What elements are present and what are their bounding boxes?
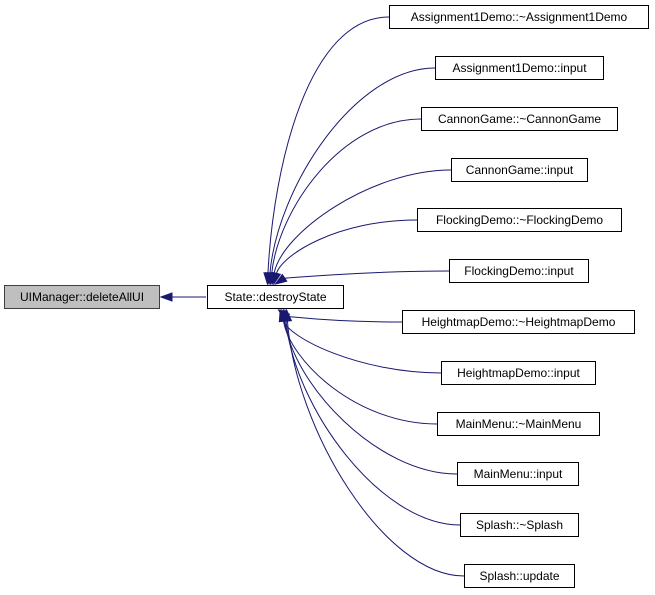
- node-label: MainMenu::input: [473, 467, 563, 481]
- node-label: Assignment1Demo::~Assignment1Demo: [410, 10, 628, 24]
- edge-caller-2: [271, 118, 422, 275]
- node-label: Assignment1Demo::input: [452, 61, 587, 75]
- arrow-head-caller-5: [274, 273, 288, 285]
- node-splash-update[interactable]: Splash::update: [464, 564, 575, 588]
- edges-group: [159, 16, 465, 577]
- node-cannongame-destructor[interactable]: CannonGame::~CannonGame: [421, 107, 618, 131]
- node-label: MainMenu::~MainMenu: [455, 417, 582, 431]
- node-mainmenu-destructor[interactable]: MainMenu::~MainMenu: [437, 412, 600, 436]
- node-label: Splash::~Splash: [475, 518, 564, 532]
- node-mainmenu-input[interactable]: MainMenu::input: [457, 462, 579, 486]
- arrow-head-caller-11: [282, 308, 293, 322]
- edge-caller-11: [286, 319, 465, 577]
- node-heightmapdemo-destructor[interactable]: HeightmapDemo::~HeightmapDemo: [402, 310, 635, 334]
- node-heightmapdemo-input[interactable]: HeightmapDemo::input: [441, 361, 596, 385]
- node-label: FlockingDemo::~FlockingDemo: [435, 213, 604, 227]
- arrow-head-deleteallui: [159, 292, 173, 302]
- edge-caller-5: [283, 270, 450, 279]
- node-state-destroystate[interactable]: State::destroyState: [207, 285, 344, 309]
- node-label: HeightmapDemo::input: [457, 366, 580, 380]
- node-flockingdemo-destructor[interactable]: FlockingDemo::~FlockingDemo: [417, 208, 622, 232]
- node-label: CannonGame::~CannonGame: [437, 112, 602, 126]
- node-assignment1demo-destructor[interactable]: Assignment1Demo::~Assignment1Demo: [389, 5, 649, 29]
- node-cannongame-input[interactable]: CannonGame::input: [451, 158, 588, 182]
- edge-caller-3: [273, 169, 452, 275]
- node-splash-destructor[interactable]: Splash::~Splash: [460, 513, 579, 537]
- node-flockingdemo-input[interactable]: FlockingDemo::input: [449, 259, 589, 283]
- node-label: FlockingDemo::input: [464, 264, 574, 278]
- node-label: UIManager::deleteAllUI: [19, 290, 145, 304]
- node-label: CannonGame::input: [465, 163, 574, 177]
- node-assignment1demo-input[interactable]: Assignment1Demo::input: [435, 56, 604, 80]
- edge-caller-6: [285, 315, 403, 323]
- edge-caller-1: [269, 67, 436, 275]
- node-label: HeightmapDemo::~HeightmapDemo: [421, 315, 616, 329]
- edge-caller-0: [267, 16, 390, 275]
- edge-caller-4: [275, 219, 418, 275]
- node-uimanager-deleteallui: UIManager::deleteAllUI: [4, 285, 160, 309]
- arrow-head-caller-4: [271, 271, 282, 286]
- edge-caller-10: [285, 319, 461, 526]
- edge-caller-9: [284, 319, 458, 475]
- node-label: Splash::update: [479, 569, 560, 583]
- node-label: State::destroyState: [224, 290, 327, 304]
